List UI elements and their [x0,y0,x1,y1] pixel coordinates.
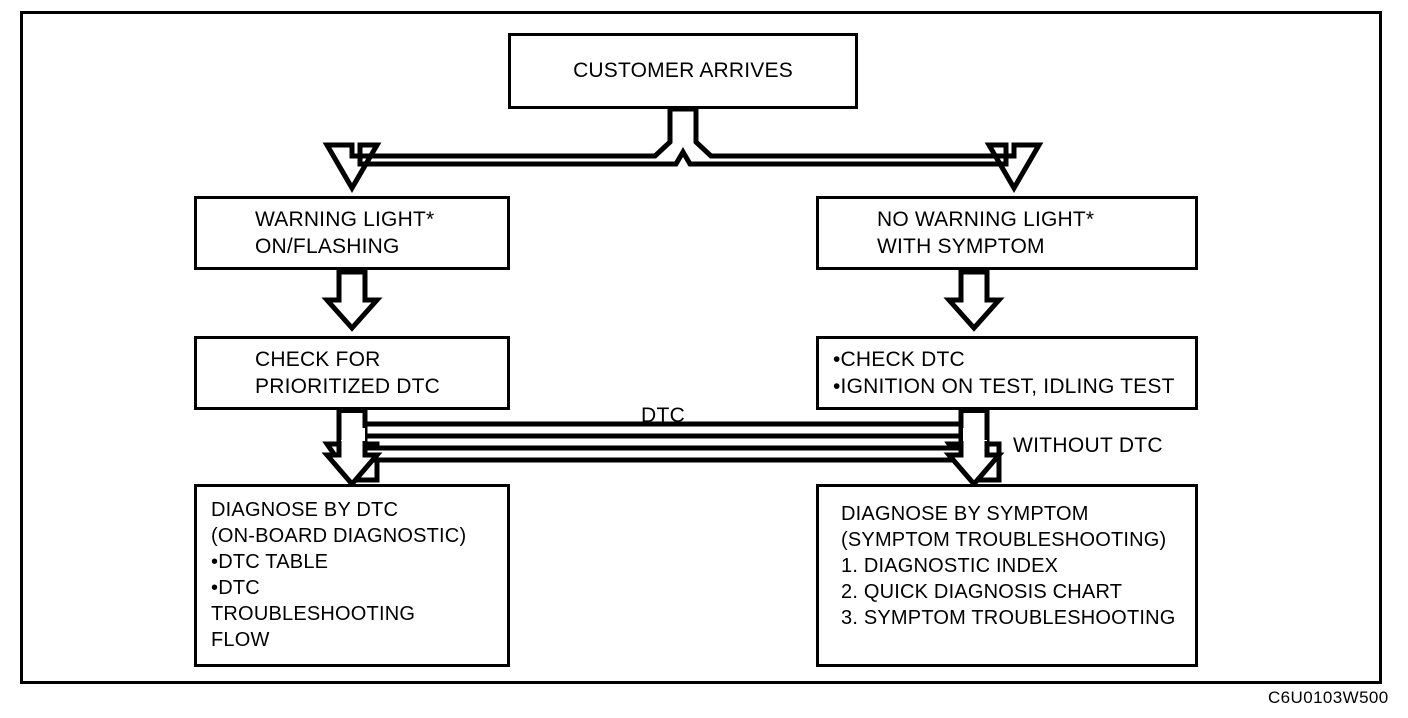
node-check-dtc[interactable]: •CHECK DTC •IGNITION ON TEST, IDLING TES… [816,336,1198,410]
node-customer-arrives-label: CUSTOMER ARRIVES [573,59,793,83]
node-no-warning-light[interactable]: NO WARNING LIGHT* WITH SYMPTOM [816,196,1198,270]
node-diagnose-by-symptom[interactable]: DIAGNOSE BY SYMPTOM (SYMPTOM TROUBLESHOO… [816,484,1198,667]
node-warning-light-label: WARNING LIGHT* ON/FLASHING [255,207,435,258]
edge-label-without-dtc: WITHOUT DTC [1013,434,1163,457]
node-diagnose-by-dtc[interactable]: DIAGNOSE BY DTC (ON-BOARD DIAGNOSTIC) •D… [194,484,510,667]
node-no-warning-light-label: NO WARNING LIGHT* WITH SYMPTOM [877,207,1095,258]
figure-caption: C6U0103W500 [1268,688,1389,707]
edge-label-dtc: DTC [641,404,686,427]
node-diagnose-by-symptom-label: DIAGNOSE BY SYMPTOM (SYMPTOM TROUBLESHOO… [841,503,1176,629]
node-check-prioritized-dtc[interactable]: CHECK FOR PRIORITIZED DTC [194,336,510,410]
node-warning-light[interactable]: WARNING LIGHT* ON/FLASHING [194,196,510,270]
node-customer-arrives[interactable]: CUSTOMER ARRIVES [508,33,858,109]
node-check-prioritized-dtc-label: CHECK FOR PRIORITIZED DTC [255,347,440,398]
node-diagnose-by-dtc-label: DIAGNOSE BY DTC (ON-BOARD DIAGNOSTIC) •D… [211,499,467,651]
node-check-dtc-label: •CHECK DTC •IGNITION ON TEST, IDLING TES… [833,347,1175,398]
